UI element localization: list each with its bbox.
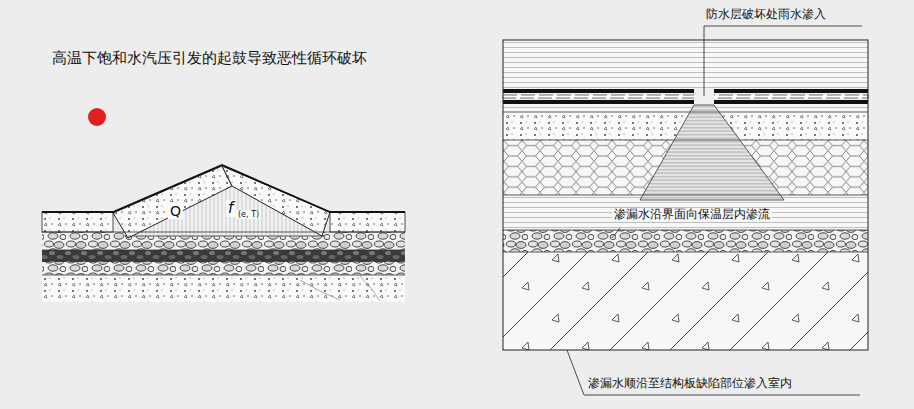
- note-label: 渗漏水顺沿至结构板缺陷部位渗入室内: [588, 377, 792, 391]
- title: 高温下饱和水汽压引发的起鼓导致恶性循环破坏: [52, 50, 367, 67]
- function-symbol: f: [226, 200, 235, 217]
- note-label: 防水层破坏处雨水渗入: [706, 8, 826, 22]
- flux-symbol: Q: [168, 203, 183, 219]
- function-args: (e, T): [236, 210, 261, 219]
- note-label: 渗漏水沿界面向保温层内渗流: [612, 208, 772, 222]
